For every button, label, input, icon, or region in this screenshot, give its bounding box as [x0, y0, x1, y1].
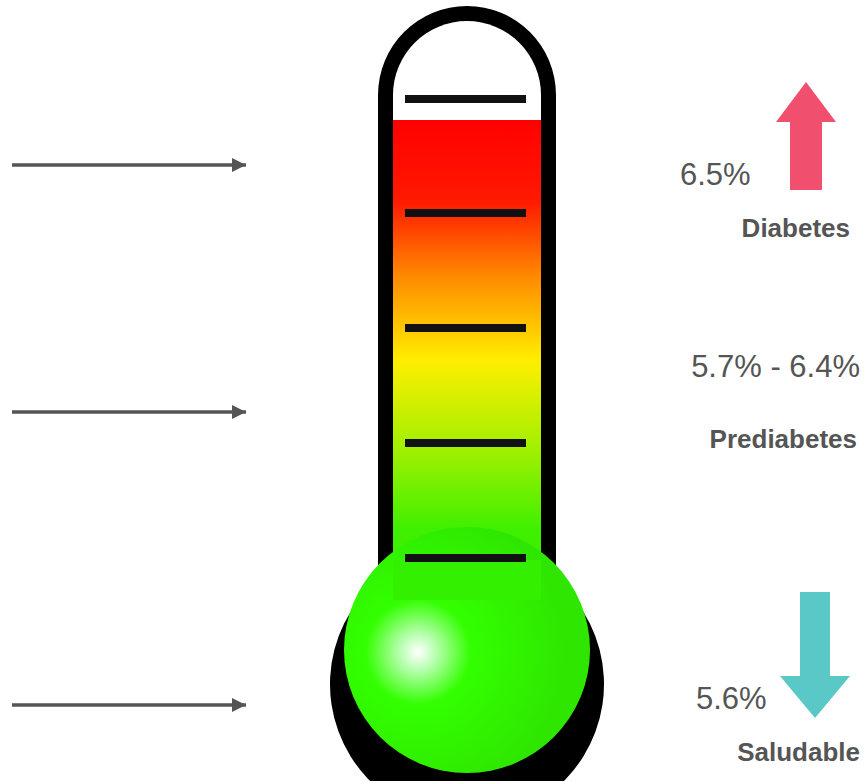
range-label: 5.6% — [696, 681, 767, 717]
pointer-arrow — [12, 410, 246, 414]
down-arrow — [780, 592, 850, 718]
thermometer-bulb — [344, 527, 590, 773]
category-label: Prediabetes — [710, 425, 857, 455]
thermometer-liquid — [393, 560, 541, 600]
thermometer-outline — [330, 6, 604, 781]
pointer-arrow — [12, 163, 246, 167]
category-label: Saludable — [737, 738, 860, 768]
pointer-arrow — [12, 703, 246, 707]
category-label: Diabetes — [742, 214, 850, 244]
tick-marks — [405, 99, 526, 558]
range-label: 5.7% - 6.4% — [691, 349, 860, 385]
up-arrow — [776, 82, 836, 190]
range-label: 6.5% — [680, 157, 751, 193]
